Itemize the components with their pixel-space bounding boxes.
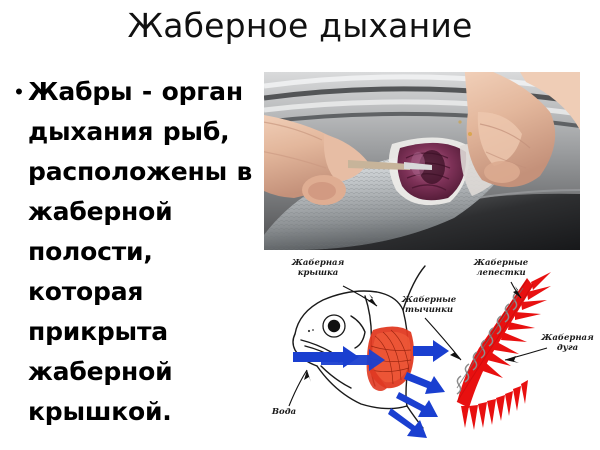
fish-gill-photo (264, 72, 580, 250)
diagram-label-gill-rakers: Жаберные тычинки (401, 295, 457, 315)
bullet-marker-icon: • (15, 79, 23, 104)
diagram-label-gill-arch: Жаберная дуга (541, 333, 594, 353)
fish-gill-photo-graphic (264, 72, 580, 250)
diagram-label-gill-filaments: Жаберные лепестки (473, 258, 529, 278)
diagram-label-water: Вода (271, 407, 297, 417)
gill-anatomy-diagram-graphic (265, 256, 595, 446)
bullet-text: Жабры - орган дыхания рыб, расположены в… (28, 77, 253, 426)
page-title: Жаберное дыхание (127, 6, 473, 45)
gill-anatomy-diagram: Жаберная крышка Жаберные лепестки Жаберн… (265, 256, 595, 446)
diagram-label-gill-cover: Жаберная крышка (291, 258, 345, 278)
bullet-list: • Жабры - орган дыхания рыб, расположены… (10, 72, 258, 432)
